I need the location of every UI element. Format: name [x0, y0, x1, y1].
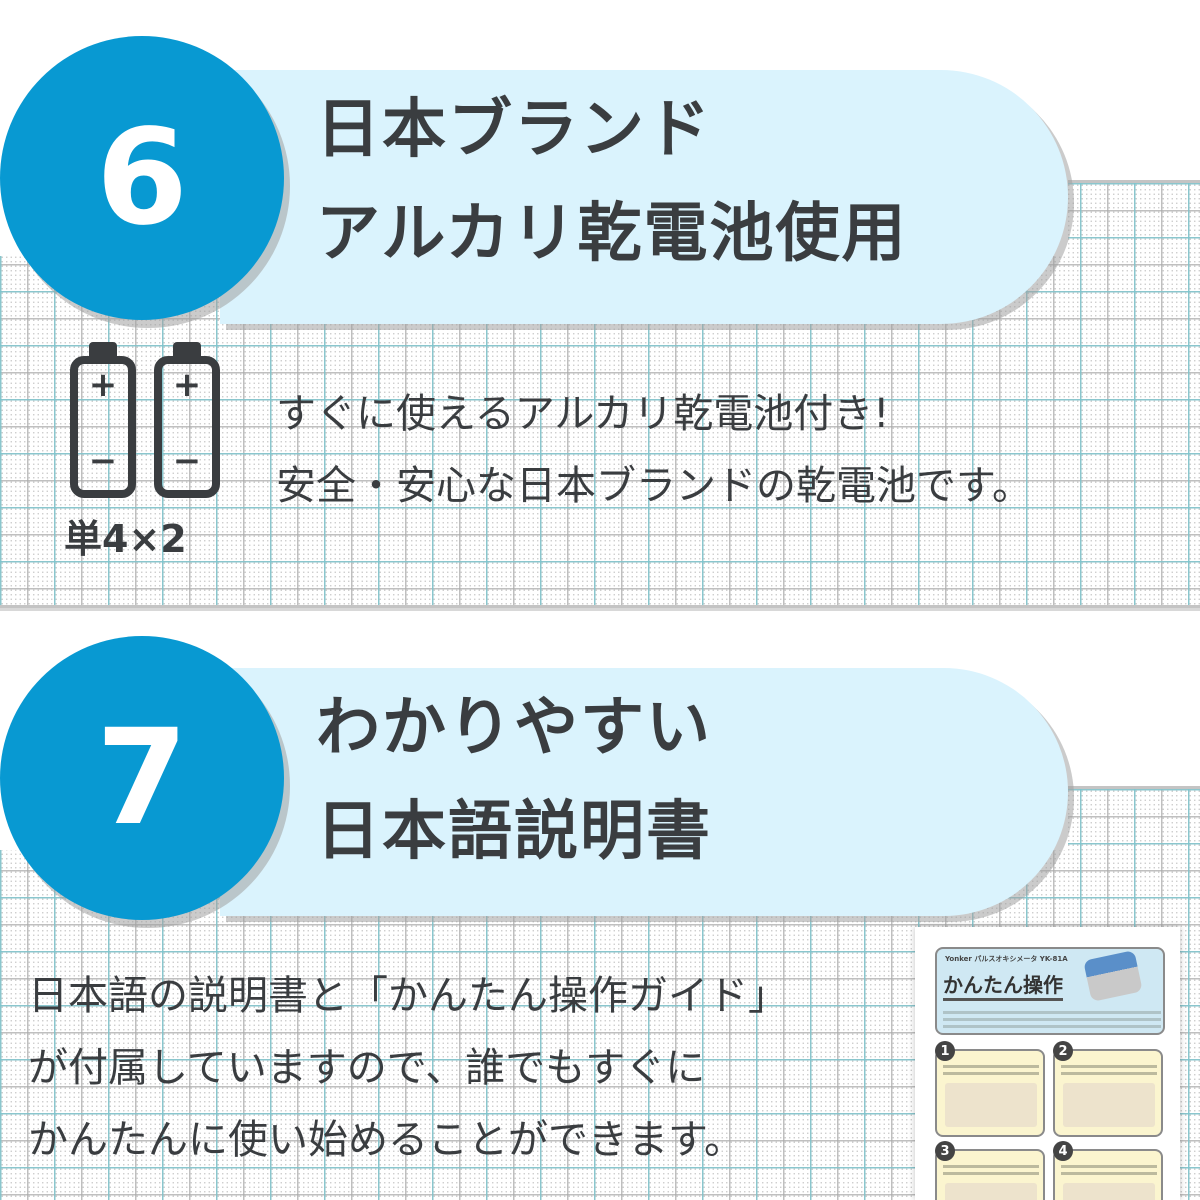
manual-step: 3: [935, 1141, 1045, 1200]
manual-brand: Yonker パルスオキシメータ YK-81A: [945, 955, 1068, 963]
section-7-description-line-2: が付属していますので、誰でもすぐに: [28, 1045, 706, 1091]
plus-icon: +: [88, 365, 118, 405]
step-image: [945, 1183, 1037, 1200]
minus-icon: −: [172, 441, 202, 481]
section-7-title-line-2: 日本語説明書: [316, 795, 712, 869]
manual-header: Yonker パルスオキシメータ YK-81A かんたん操作: [935, 947, 1165, 1035]
minus-icon: −: [88, 441, 118, 481]
battery-size-label: 単4×2: [64, 517, 187, 561]
section-7-description: 日本語の説明書と「かんたん操作ガイド」 が付属していますので、誰でもすぐに かん…: [28, 960, 788, 1176]
manual-step: 1: [935, 1041, 1045, 1137]
pulse-oximeter-image: [1083, 950, 1143, 1002]
step-number: 4: [1053, 1141, 1073, 1161]
battery-icon: + −: [154, 342, 220, 502]
section-7-number: 7: [96, 701, 188, 855]
step-image: [1063, 1183, 1155, 1200]
section-7-description-line-1: 日本語の説明書と「かんたん操作ガイド」: [28, 973, 788, 1019]
section-6-number-badge: 6: [0, 36, 284, 320]
section-6-title: 日本ブランド アルカリ乾電池使用: [316, 78, 907, 286]
plus-icon: +: [172, 365, 202, 405]
step-image: [945, 1083, 1037, 1127]
manual-step: 4: [1053, 1141, 1163, 1200]
step-image: [1063, 1083, 1155, 1127]
battery-icon: + −: [70, 342, 136, 502]
section-6-description-line-2: 安全・安心な日本ブランドの乾電池です。: [276, 463, 1032, 509]
section-7-title: わかりやすい 日本語説明書: [316, 676, 712, 884]
step-number: 3: [935, 1141, 955, 1161]
step-number: 1: [935, 1041, 955, 1061]
section-6-description: すぐに使えるアルカリ乾電池付き! 安全・安心な日本ブランドの乾電池です。: [276, 378, 1032, 522]
section-7-number-badge: 7: [0, 636, 284, 920]
battery-icon-group: + − + − 単4×2: [64, 342, 220, 562]
manual-step: 2: [1053, 1041, 1163, 1137]
section-6-title-line-2: アルカリ乾電池使用: [316, 197, 908, 271]
step-number: 2: [1053, 1041, 1073, 1061]
section-7-description-line-3: かんたんに使い始めることができます。: [28, 1117, 744, 1163]
section-6-title-banner: [220, 70, 1068, 324]
section-6-number: 6: [96, 101, 188, 255]
manual-thumbnail: Yonker パルスオキシメータ YK-81A かんたん操作 1 2 3 4: [915, 927, 1180, 1200]
section-6-title-line-1: 日本ブランド: [316, 93, 712, 167]
section-7-title-line-1: わかりやすい: [316, 691, 712, 765]
manual-title: かんたん操作: [943, 969, 1063, 1001]
section-6-description-line-1: すぐに使えるアルカリ乾電池付き!: [276, 391, 890, 437]
section-7-title-banner: [220, 668, 1068, 916]
